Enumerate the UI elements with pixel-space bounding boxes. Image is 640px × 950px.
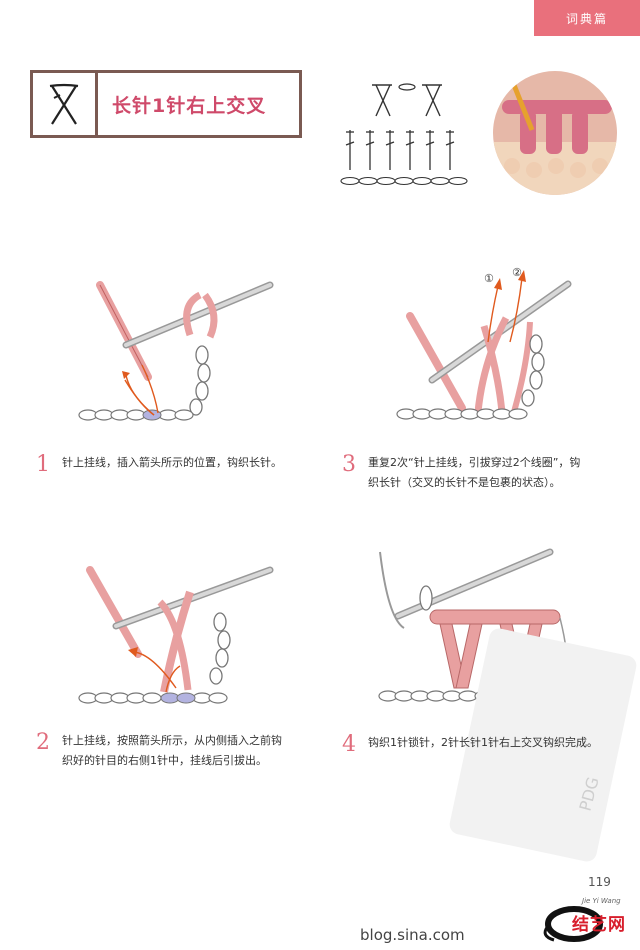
crossed-stitch-symbol-icon [33,73,98,135]
step-number: 1 [36,452,50,477]
stamp-text: 结艺网 [572,915,626,935]
watermark-seal: PDG [449,628,637,862]
stitch-chart-diagram [340,83,468,186]
page-title: 长针1针右上交叉 [112,94,267,117]
step-text: 针上挂线，按照箭头所示，从内侧插入之前钩 织好的针目的右侧1针中，挂线后引拔出。 [62,734,282,767]
step-1: 1 针上挂线，插入箭头所示的位置，钩织长针。 [36,453,326,477]
step-text: 钩织1针锁针，2针长针1针右上交叉钩织完成。 [368,736,598,749]
sample-photo [493,71,617,195]
step-2: 2 针上挂线，按照箭头所示，从内侧插入之前钩 织好的针目的右侧1针中，挂线后引拔… [36,731,326,771]
step2-illustration [78,566,274,704]
step-number: 4 [342,732,356,757]
marker-one: ① [484,272,494,285]
title-box: 长针1针右上交叉 [30,70,302,138]
site-stamp: Jie Yi Wang 结艺网 [534,896,638,946]
ink-brush-icon [543,906,603,942]
step-text: 针上挂线，插入箭头所示的位置，钩织长针。 [62,456,282,469]
step-number: 2 [36,730,50,755]
step1-illustration [78,281,274,421]
step-text: 重复2次“针上挂线，引拔穿过2个线圈”，钩 织长针（交叉的长针不是包裹的状态）。 [368,456,581,489]
step-3: 3 重复2次“针上挂线，引拔穿过2个线圈”，钩 织长针（交叉的长针不是包裹的状态… [342,453,632,493]
section-tab: 词典篇 [534,0,640,36]
step-4: 4 钩织1针锁针，2针长针1针右上交叉钩织完成。 [342,733,632,757]
marker-two: ② [512,266,522,279]
blog-watermark: blog.sina.com [360,926,465,944]
step-number: 3 [342,452,356,477]
stamp-small-text: Jie Yi Wang [582,897,621,905]
step3-illustration: ① ② [396,266,572,420]
page-number: 119 [588,875,611,889]
